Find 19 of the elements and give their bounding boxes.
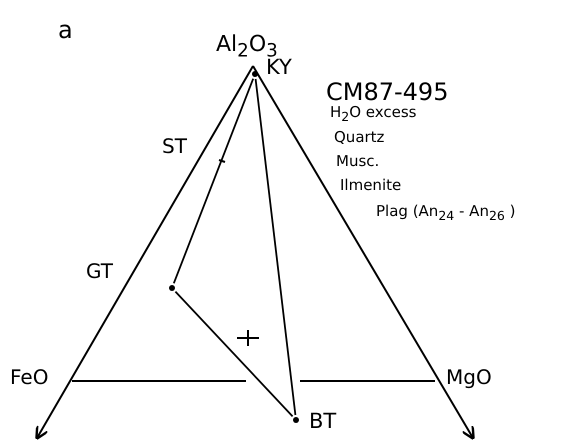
mineral-label: GT (86, 261, 114, 281)
tie-line (172, 78, 254, 284)
composition-point (252, 71, 258, 77)
panel-letter: a (58, 18, 73, 42)
mineral-label: ST (162, 136, 187, 156)
composition-point (169, 285, 175, 291)
assemblage-note: Plag (An$_{24}$ - An$_{26}$ ) (376, 204, 516, 222)
corner-label: FeO (10, 367, 48, 387)
assemblage-note: H$_{2}$O excess (330, 105, 416, 124)
mineral-label: BT (309, 411, 336, 432)
assemblage-note: Quartz (334, 130, 384, 145)
tie-line (254, 78, 296, 416)
composition-point (293, 417, 299, 423)
assemblage-note: Musc. (336, 154, 380, 169)
sample-id: CM87-495 (326, 80, 448, 104)
corner-label: MgO (446, 367, 492, 387)
assemblage-note: Ilmenite (340, 178, 402, 193)
tie-line (174, 291, 294, 417)
mineral-label: KY (266, 57, 292, 78)
